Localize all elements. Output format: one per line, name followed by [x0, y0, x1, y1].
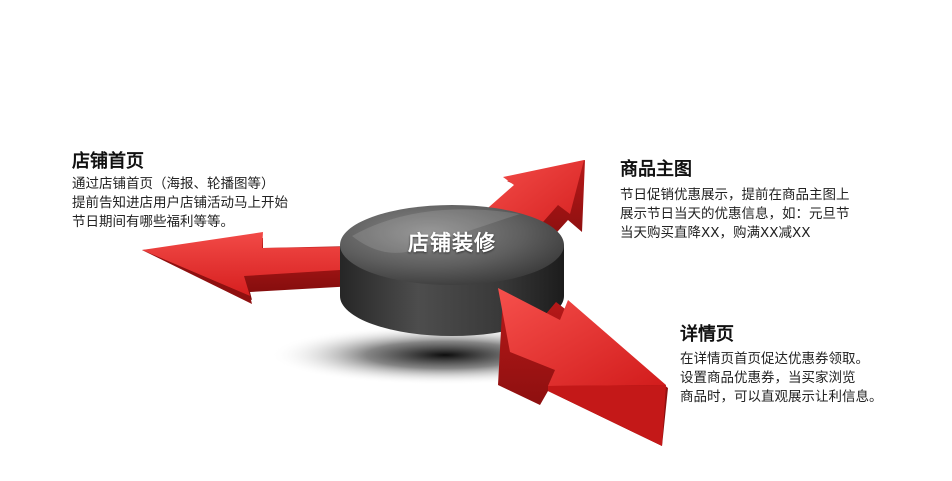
branch-title-detail-page: 详情页: [680, 324, 734, 345]
branch-desc-main-image: 节日促销优惠展示，提前在商品主图上 展示节日当天的优惠信息，如：元旦节 当天购买…: [620, 186, 850, 243]
desc-line: 节日促销优惠展示，提前在商品主图上: [620, 187, 850, 203]
desc-line: 节日期间有哪些福利等等。: [72, 214, 234, 230]
desc-line: 当天购买直降XX，购满XX减XX: [620, 225, 811, 241]
center-label: 店铺装修: [408, 231, 496, 255]
desc-line: 提前告知进店用户店铺活动马上开始: [72, 195, 288, 211]
desc-line: 在详情页首页促达优惠券领取。: [680, 351, 869, 367]
branch-title-store-home: 店铺首页: [72, 151, 144, 172]
branch-desc-detail-page: 在详情页首页促达优惠券领取。 设置商品优惠券，当买家浏览 商品时，可以直观展示让…: [680, 350, 883, 407]
desc-line: 展示节日当天的优惠信息，如：元旦节: [620, 206, 850, 222]
desc-line: 商品时，可以直观展示让利信息。: [680, 389, 883, 405]
desc-line: 通过店铺首页（海报、轮播图等）: [72, 176, 275, 192]
branch-title-main-image: 商品主图: [620, 159, 692, 180]
branch-desc-store-home: 通过店铺首页（海报、轮播图等） 提前告知进店用户店铺活动马上开始 节日期间有哪些…: [72, 175, 288, 232]
arrow-left: [142, 232, 355, 304]
desc-line: 设置商品优惠券，当买家浏览: [680, 370, 856, 386]
arrow-bottom-right: [498, 288, 668, 446]
